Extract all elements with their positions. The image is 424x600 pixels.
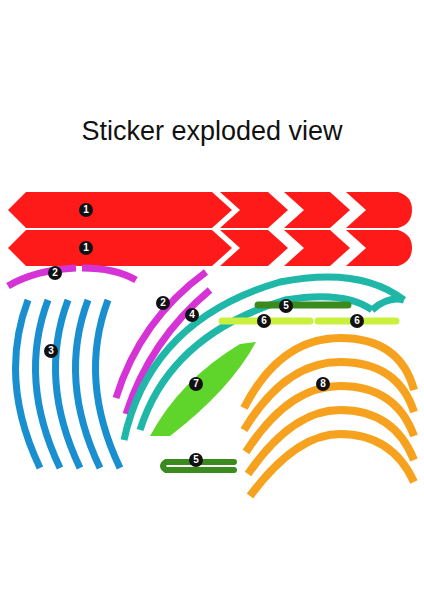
callout-number: 6 [257, 314, 271, 328]
callout-number: 8 [316, 377, 330, 391]
callout-number: 4 [185, 308, 199, 322]
blue-arc-stickers [16, 300, 121, 468]
orange-arch-stickers [244, 338, 414, 496]
red-chevron-stickers [8, 192, 412, 266]
callout-number: 1 [79, 241, 93, 255]
callout-number: 2 [48, 266, 62, 280]
callout-number: 5 [189, 453, 203, 467]
callout-number: 3 [44, 344, 58, 358]
callout-number: 6 [350, 314, 364, 328]
callout-number: 7 [189, 377, 203, 391]
callout-number: 2 [156, 296, 170, 310]
callout-number: 1 [79, 203, 93, 217]
diagram-title: Sticker exploded view [0, 116, 424, 147]
callout-number: 5 [279, 299, 293, 313]
green-blade-sticker [150, 342, 256, 436]
